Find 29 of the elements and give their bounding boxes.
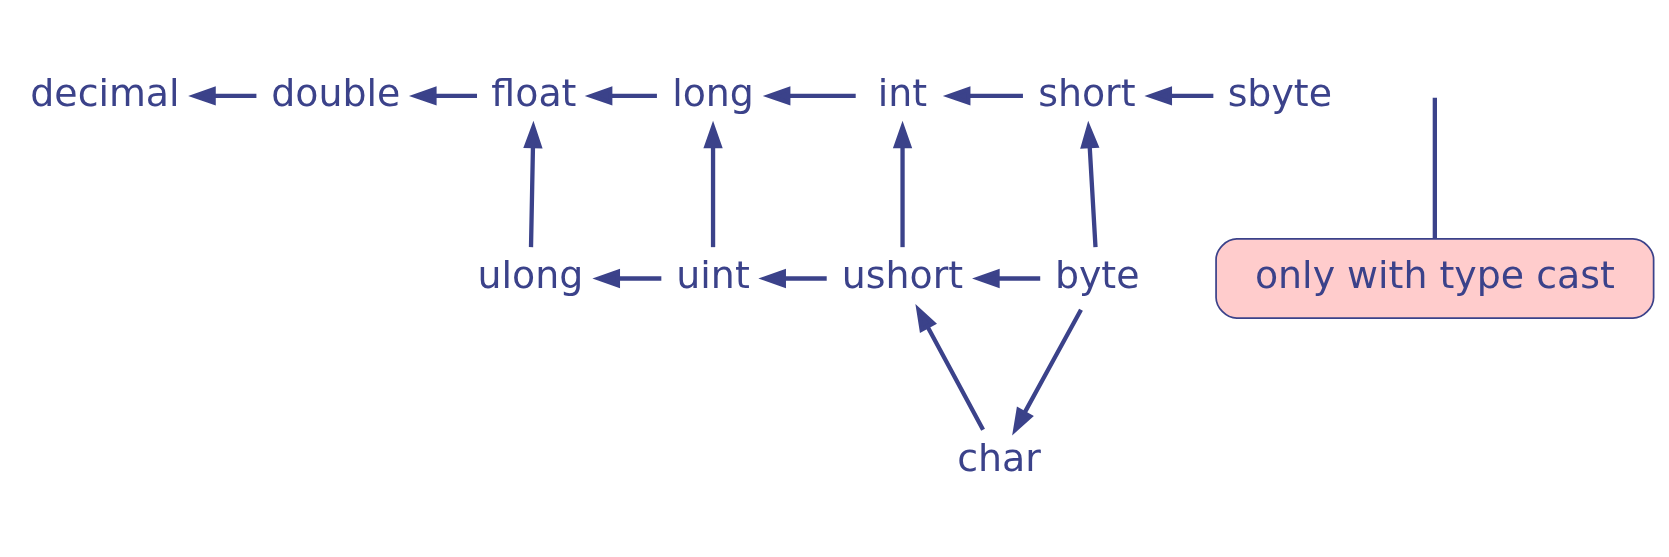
connector xyxy=(1432,97,1437,239)
node-text: double xyxy=(271,70,401,115)
arrow xyxy=(1012,308,1083,436)
arrow xyxy=(703,120,723,248)
node-text: byte xyxy=(1054,253,1140,298)
node-box: only with type cast xyxy=(1215,238,1655,319)
node-text: long xyxy=(672,70,754,115)
arrow xyxy=(408,86,477,106)
node-text: short xyxy=(1038,70,1136,115)
node-text: float xyxy=(491,70,577,115)
node-text: char xyxy=(957,435,1041,480)
node-text: sbyte xyxy=(1227,70,1332,115)
arrow xyxy=(584,86,657,106)
node-text: int xyxy=(877,70,928,115)
node-text: ushort xyxy=(841,253,964,298)
node-text: decimal xyxy=(30,70,180,115)
arrow xyxy=(942,86,1023,106)
arrow xyxy=(758,268,827,289)
node-text: ulong xyxy=(477,253,584,298)
node-text: uint xyxy=(676,253,750,298)
arrow xyxy=(523,120,543,248)
arrow xyxy=(188,86,257,106)
arrow xyxy=(762,86,856,106)
arrow xyxy=(592,268,662,289)
arrow xyxy=(1144,86,1214,106)
arrow xyxy=(915,304,985,431)
arrow xyxy=(892,120,913,248)
arrow xyxy=(972,268,1041,289)
arrow xyxy=(1080,120,1100,248)
